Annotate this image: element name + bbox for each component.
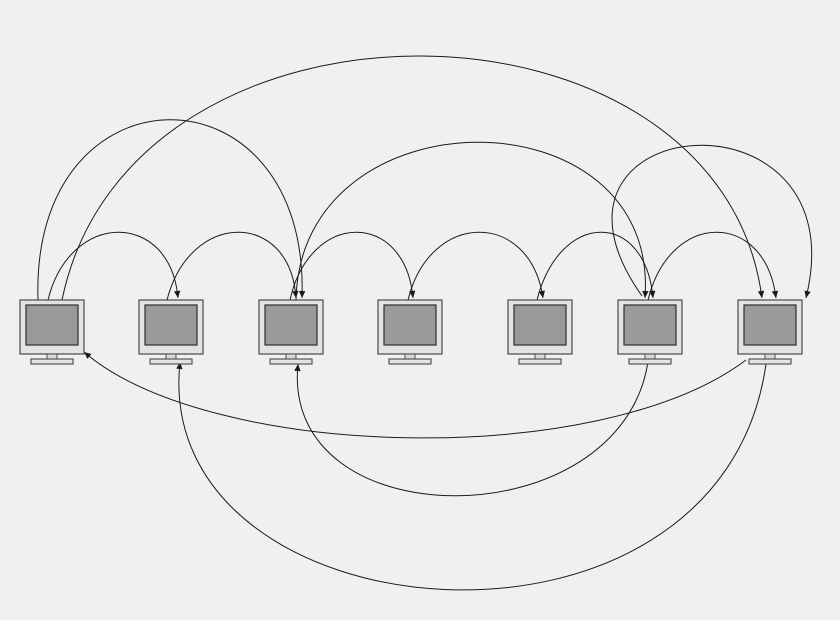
computer-node-n1	[19, 299, 85, 365]
monitor-base	[30, 358, 74, 365]
edge-line	[61, 55, 763, 301]
edge-line	[407, 231, 544, 301]
monitor-neck	[644, 353, 656, 360]
monitor-screen	[383, 304, 437, 346]
edge-n7-to-n2	[176, 361, 767, 591]
computer-monitor-icon	[737, 299, 803, 365]
monitor-base	[269, 358, 313, 365]
edge-line	[647, 231, 777, 301]
edge-n3-to-n4	[289, 231, 416, 301]
computer-monitor-icon	[617, 299, 683, 365]
arrowhead-icon	[174, 290, 181, 298]
monitor-screen	[25, 304, 79, 346]
monitor-neck	[764, 353, 776, 360]
computer-monitor-icon	[507, 299, 573, 365]
monitor-base	[388, 358, 432, 365]
arrowhead-icon	[804, 290, 811, 298]
arrowhead-icon	[294, 364, 301, 372]
edge-n7-to-n1	[83, 351, 747, 439]
edge-line	[611, 144, 813, 299]
edge-n5-to-n6	[536, 231, 656, 301]
edge-n6-to-n3	[294, 361, 649, 497]
monitor-neck	[285, 353, 297, 360]
arrowhead-icon	[642, 290, 649, 298]
monitor-screen	[144, 304, 198, 346]
arrowhead-icon	[649, 290, 656, 298]
edge-n1-to-n3	[37, 119, 306, 301]
monitor-base	[748, 358, 792, 365]
computer-node-n2	[138, 299, 204, 365]
arrowhead-icon	[176, 362, 183, 370]
edge-line	[47, 231, 179, 301]
arrowhead-icon	[84, 352, 92, 359]
edge-n2-to-n3	[166, 231, 299, 301]
arrowhead-icon	[538, 290, 545, 298]
monitor-neck	[46, 353, 58, 360]
monitor-base	[518, 358, 562, 365]
edge-line	[295, 141, 646, 301]
computer-node-n4	[377, 299, 443, 365]
edge-line	[37, 119, 303, 301]
monitor-screen	[264, 304, 318, 346]
edge-n6-to-n7	[611, 144, 813, 299]
edge-line	[166, 231, 297, 301]
arrowhead-icon	[298, 290, 306, 298]
computer-monitor-icon	[138, 299, 204, 365]
edge-line	[296, 361, 649, 497]
monitor-screen	[743, 304, 797, 346]
monitor-neck	[534, 353, 546, 360]
edge-n3-to-n6	[295, 141, 649, 301]
computer-monitor-icon	[19, 299, 85, 365]
edge-n6-to-n7	[647, 231, 779, 301]
edge-line	[536, 231, 654, 301]
monitor-base	[149, 358, 193, 365]
computer-node-n6	[617, 299, 683, 365]
monitor-base	[628, 358, 672, 365]
computer-node-n5	[507, 299, 573, 365]
edge-line	[178, 361, 767, 591]
monitor-neck	[165, 353, 177, 360]
arrowhead-icon	[771, 290, 779, 298]
computer-node-n7	[737, 299, 803, 365]
edge-line	[83, 351, 747, 439]
nodes-layer	[19, 299, 803, 365]
computer-monitor-icon	[258, 299, 324, 365]
edge-n4-to-n5	[407, 231, 545, 301]
monitor-screen	[623, 304, 677, 346]
computer-monitor-icon	[377, 299, 443, 365]
monitor-neck	[404, 353, 416, 360]
arrowhead-icon	[292, 290, 299, 298]
computer-node-n3	[258, 299, 324, 365]
edge-n1-to-n7	[61, 55, 765, 301]
edges-layer	[37, 55, 813, 591]
monitor-screen	[513, 304, 567, 346]
arrowhead-icon	[757, 290, 765, 298]
arrowhead-icon	[409, 290, 416, 298]
edge-line	[289, 231, 414, 301]
edge-n1-to-n2	[47, 231, 181, 301]
